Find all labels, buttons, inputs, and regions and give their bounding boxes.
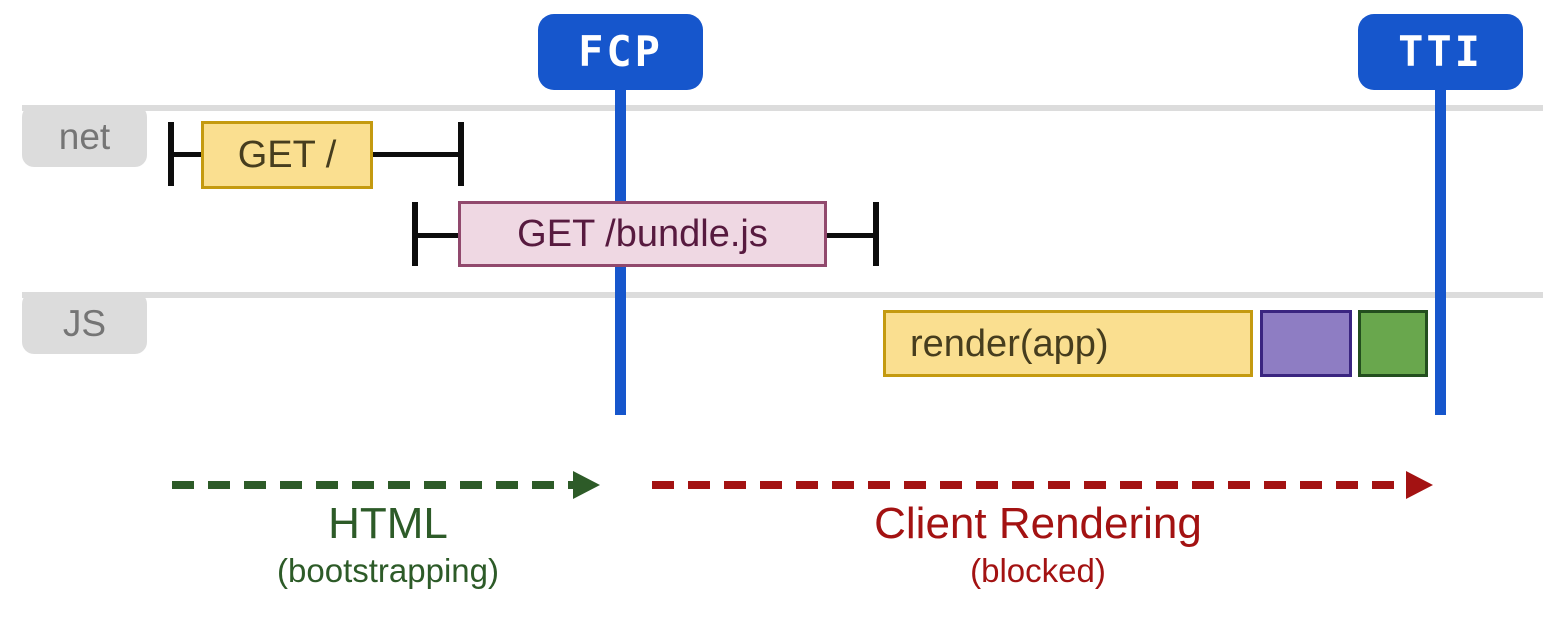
html-phase-dashed-arrow (172, 481, 574, 489)
render-app-task-box: render(app) (883, 310, 1253, 377)
js-task-purple-box (1260, 310, 1352, 377)
get-root-start-tick (168, 122, 174, 186)
render-app-task-label: render(app) (910, 322, 1109, 365)
get-root-request-box: GET / (201, 121, 373, 189)
html-phase-title: HTML (328, 499, 448, 548)
js-lane-line (22, 292, 1543, 298)
get-root-left-connector (174, 152, 201, 157)
tti-badge: TTI (1358, 14, 1523, 90)
client-rendering-phase-arrowhead-icon (1406, 471, 1433, 499)
client-rendering-phase-title: Client Rendering (874, 499, 1202, 548)
fcp-badge: FCP (538, 14, 703, 90)
get-root-request-label: GET / (237, 134, 337, 176)
js-task-green-box (1358, 310, 1428, 377)
get-root-right-connector (373, 152, 458, 157)
tti-marker-line (1435, 88, 1446, 415)
get-bundle-start-tick (412, 202, 418, 266)
get-root-end-tick (458, 122, 464, 186)
get-bundle-left-connector (418, 233, 458, 238)
net-lane-label: net (22, 105, 147, 167)
client-rendering-phase-subtitle: (blocked) (970, 552, 1106, 589)
client-rendering-phase-dashed-arrow (652, 481, 1407, 489)
html-phase-arrowhead-icon (573, 471, 600, 499)
html-phase-subtitle: (bootstrapping) (277, 552, 499, 589)
get-bundle-right-connector (827, 233, 873, 238)
get-bundle-request-box: GET /bundle.js (458, 201, 827, 267)
net-lane-line (22, 105, 1543, 111)
get-bundle-request-label: GET /bundle.js (517, 213, 768, 255)
get-bundle-end-tick (873, 202, 879, 266)
js-lane-label: JS (22, 292, 147, 354)
